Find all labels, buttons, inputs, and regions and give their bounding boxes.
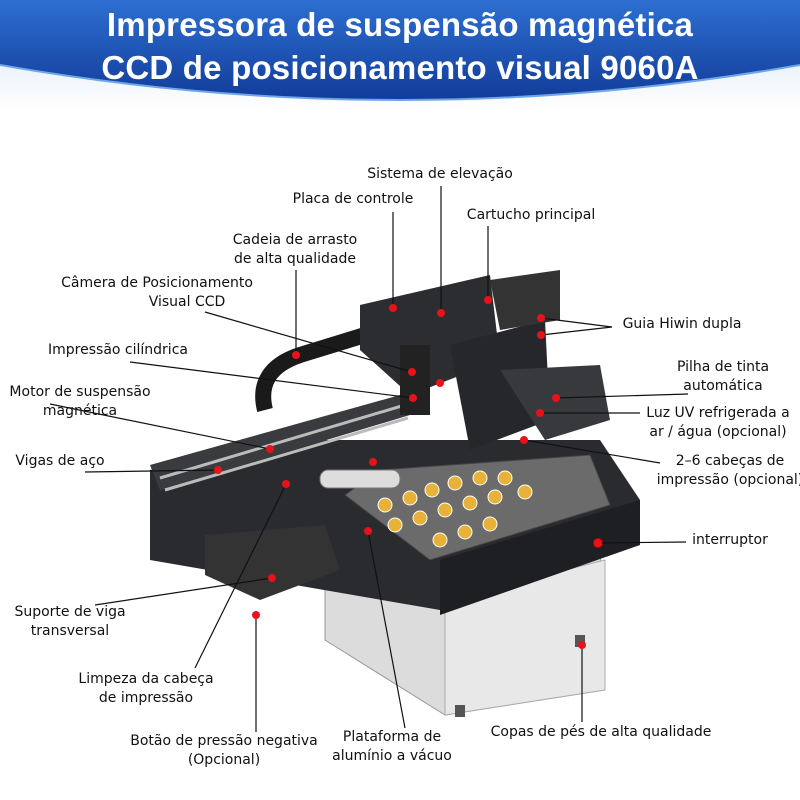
label-text: Luz UV refrigerada a	[646, 405, 790, 421]
label-text: magnética	[42, 403, 118, 419]
label-uv-light: Luz UV refrigerada a ar / água (opcional)	[646, 404, 789, 442]
label-control-board: Placa de controle	[293, 190, 414, 209]
label-main-cartridge: Cartucho principal	[467, 206, 595, 225]
beam-rail	[164, 416, 409, 492]
label-text: Visual CCD	[148, 294, 226, 310]
label-text: automática	[683, 378, 763, 394]
label-ink-stack: Pilha de tinta automática	[677, 358, 769, 396]
label-text: Limpeza da cabeça	[78, 671, 214, 687]
label-feet-cups: Copas de pés de alta qualidade	[491, 723, 712, 742]
sample-prints	[377, 470, 533, 548]
label-switch: interruptor	[692, 531, 768, 550]
title-line-1: Impressora de suspensão magnética	[106, 6, 694, 43]
ink-supply	[500, 365, 610, 440]
label-steel-beams: Vigas de aço	[15, 452, 104, 471]
label-text: (Opcional)	[187, 752, 261, 768]
label-beam-support: Suporte de viga transversal	[14, 603, 125, 641]
label-text: Plataforma de	[342, 729, 442, 745]
label-text: Sistema de elevação	[367, 166, 513, 182]
label-text: Cadeia de arrasto	[232, 232, 358, 248]
label-text: Placa de controle	[292, 191, 414, 207]
label-print-heads: 2–6 cabeças de impressão (opcional)	[657, 452, 800, 490]
label-text: Botão de pressão negativa	[130, 733, 318, 749]
label-text: Pilha de tinta	[676, 359, 770, 375]
hiwin-guide-block	[490, 270, 560, 330]
label-text: Copas de pés de alta qualidade	[490, 724, 712, 740]
label-text: interruptor	[692, 532, 768, 548]
label-drag-chain: Cadeia de arrasto de alta qualidade	[233, 231, 358, 269]
label-text: Motor de suspensão	[9, 384, 151, 400]
label-text: 2–6 cabeças de	[675, 453, 785, 469]
cleaning-station	[205, 525, 340, 600]
ccd-camera	[400, 345, 430, 415]
label-text: Cartucho principal	[466, 207, 596, 223]
label-text: transversal	[30, 623, 110, 639]
label-maglev-motor: Motor de suspensão magnética	[9, 383, 150, 421]
label-head-cleaning: Limpeza da cabeça de impressão	[78, 670, 213, 708]
label-text: de alta qualidade	[233, 251, 357, 267]
label-text: ar / água (opcional)	[649, 424, 787, 440]
label-text: alumínio a vácuo	[332, 748, 452, 764]
label-negative-pressure: Botão de pressão negativa (Opcional)	[130, 732, 318, 770]
label-vacuum-platform: Plataforma de alumínio a vácuo	[332, 728, 452, 766]
callout-dots	[214, 296, 602, 649]
title-line-2: CCD de posicionamento visual 9060A	[101, 49, 699, 86]
label-cylinder-printing: Impressão cilíndrica	[48, 341, 188, 360]
label-text: impressão (opcional)	[656, 472, 800, 488]
foot-cup	[455, 705, 465, 717]
printer-body-front	[440, 500, 640, 615]
cylinder-roller	[319, 469, 401, 489]
beam-rail	[159, 403, 406, 480]
label-text: Suporte de viga	[14, 604, 126, 620]
label-text: de impressão	[98, 690, 194, 706]
label-text: Câmera de Posicionamento	[61, 275, 253, 291]
label-text: Impressão cilíndrica	[48, 342, 188, 358]
leader-lines	[49, 186, 689, 732]
label-lift-system: Sistema de elevação	[367, 165, 513, 184]
label-hiwin-guide: Guia Hiwin dupla	[623, 315, 742, 334]
title-banner	[0, 0, 800, 110]
foot-cup	[575, 635, 585, 647]
label-text: Guia Hiwin dupla	[622, 316, 742, 332]
print-head-housing	[450, 320, 550, 450]
label-text: Vigas de aço	[15, 453, 105, 469]
